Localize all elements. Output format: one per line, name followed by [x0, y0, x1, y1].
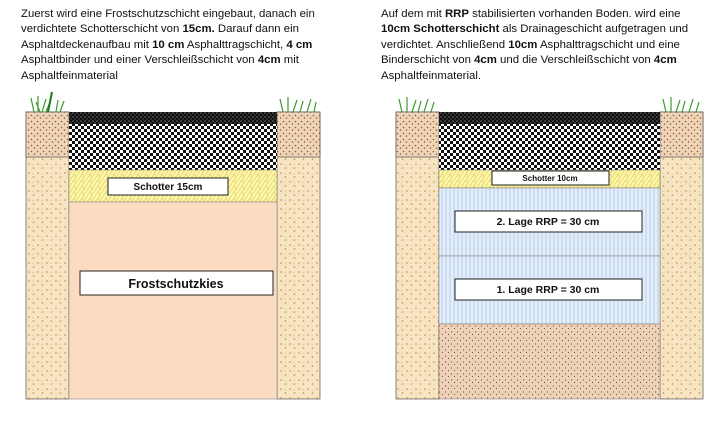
left-soil-right [276, 111, 321, 400]
grass-icon [279, 97, 317, 113]
caption-segment: und die Verschleißschicht von [496, 54, 654, 67]
caption-segment: Asphaltfeinmaterial. [381, 69, 482, 82]
caption-right: Auf dem mit RRP stabilisierten vorhanden… [381, 7, 711, 84]
right-gravel-label: Schotter 10cm [522, 174, 577, 183]
left-gravel-label-box [107, 177, 229, 196]
caption-segment: RRP [444, 8, 469, 20]
caption-segment: stabilisierten vorhanden Boden. wird ein… [469, 8, 681, 20]
caption-segment: 10 cm [152, 38, 185, 51]
grass-icon [662, 97, 700, 113]
caption-segment: 15cm. [182, 23, 215, 36]
caption-segment: 4cm [474, 54, 497, 67]
grass-icon [30, 91, 65, 113]
left-soil-left [25, 111, 70, 400]
left-wearing-course [69, 112, 277, 124]
right-topsoil-right [659, 111, 704, 158]
right-subsoil [438, 323, 661, 400]
left-topsoil-left [25, 111, 70, 158]
right-rrp1-label: 1. Lage RRP = 30 cm [497, 284, 600, 296]
left-frost-label: Frostschutzkies [128, 277, 223, 291]
right-section: Schotter 10cm 2. Lage RRP = 30 cm 1. Lag… [395, 97, 704, 400]
left-frost-label-box [79, 270, 274, 296]
caption-segment: 4 cm [286, 38, 313, 51]
right-rrp2-label-box [454, 210, 643, 233]
caption-segment: 10cm [508, 38, 538, 51]
right-topsoil-left [395, 111, 440, 158]
caption-segment: 10cm Schotterschicht [381, 23, 500, 36]
caption-segment: 4cm [257, 54, 281, 67]
right-gravel-label-box [491, 170, 610, 186]
left-frost-layer [68, 201, 278, 400]
caption-segment: mit Asphaltfeinmaterial [21, 54, 299, 82]
right-rrp2-label: 2. Lage RRP = 30 cm [497, 216, 600, 228]
caption-segment: Darauf dann ein Asphaltdeckenaufbau mit [21, 23, 299, 51]
left-topsoil-right [276, 111, 321, 158]
caption-segment: Asphalttragschicht, [184, 38, 287, 51]
right-asphalt-base [439, 124, 660, 170]
caption-segment: Auf dem mit [381, 8, 445, 20]
right-rrp1-label-box [454, 278, 643, 301]
caption-segment: als Drainageschicht aufgetragen und verd… [381, 23, 689, 51]
caption-segment: 4cm [653, 54, 677, 67]
caption-left: Zuerst wird eine Frostschutzschicht eing… [21, 7, 341, 84]
right-wearing-course [439, 112, 660, 124]
left-gravel-label: Schotter 15cm [134, 182, 203, 193]
right-soil-left [395, 111, 440, 400]
left-asphalt-base [69, 124, 277, 170]
grass-icon [398, 97, 435, 113]
caption-segment: Zuerst wird eine Frostschutzschicht eing… [21, 8, 315, 36]
caption-segment: Asphalttragschicht und eine Binderschich… [381, 38, 680, 67]
left-section: Schotter 15cm Frostschutzkies [25, 91, 321, 400]
caption-segment: Asphaltbinder und einer Verschleißschich… [21, 54, 258, 67]
